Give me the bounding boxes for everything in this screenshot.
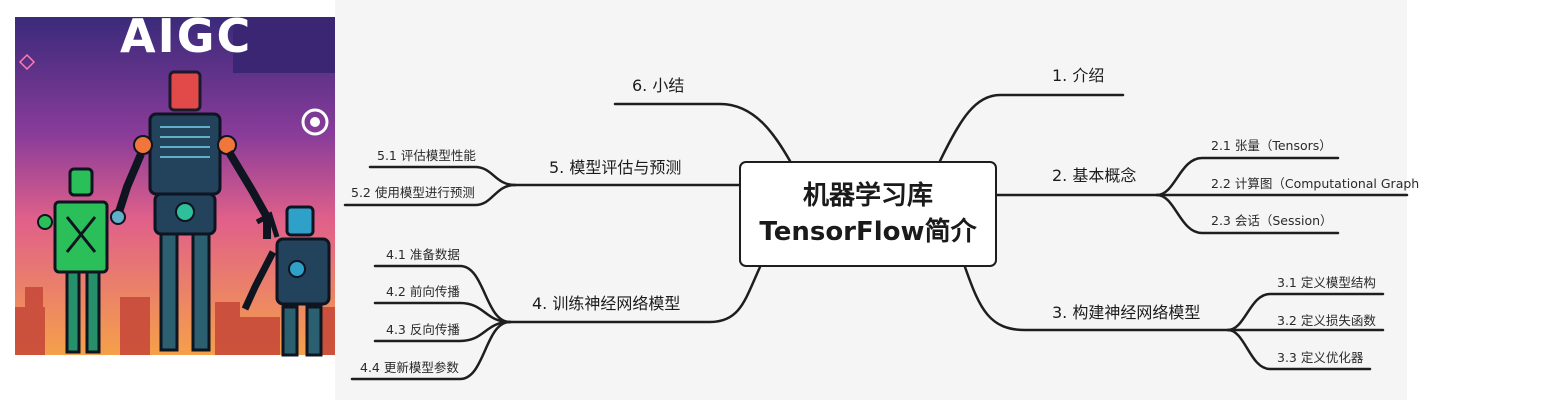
- subtopic-4-1[interactable]: 4.1 准备数据: [386, 247, 460, 262]
- branch-6-summary[interactable]: 6. 小结: [632, 76, 685, 95]
- branch-2-basic-concepts[interactable]: 2. 基本概念: [1052, 166, 1137, 185]
- branch-1-introduction[interactable]: 1. 介绍: [1052, 66, 1105, 85]
- subtopic-2-2[interactable]: 2.2 计算图（Computational Graph: [1211, 176, 1420, 191]
- branch-3-build-model[interactable]: 3. 构建神经网络模型: [1052, 303, 1201, 322]
- subtopic-2-3[interactable]: 2.3 会话（Session）: [1211, 213, 1333, 228]
- central-topic-line1: 机器学习库: [802, 181, 933, 211]
- subtopic-3-2[interactable]: 3.2 定义损失函数: [1277, 313, 1376, 328]
- subtopic-4-4[interactable]: 4.4 更新模型参数: [360, 360, 459, 375]
- branch-5-evaluate-predict[interactable]: 5. 模型评估与预测: [549, 158, 682, 177]
- central-topic-line2: TensorFlow简介: [759, 217, 977, 247]
- subtopic-3-3[interactable]: 3.3 定义优化器: [1277, 350, 1364, 365]
- branch-4-train-model[interactable]: 4. 训练神经网络模型: [532, 294, 681, 313]
- subtopic-3-1[interactable]: 3.1 定义模型结构: [1277, 275, 1376, 290]
- central-topic[interactable]: 机器学习库 TensorFlow简介: [739, 161, 997, 267]
- subtopic-4-3[interactable]: 4.3 反向传播: [386, 322, 460, 337]
- subtopic-5-2[interactable]: 5.2 使用模型进行预测: [351, 185, 475, 200]
- mindmap-canvas: 机器学习库 TensorFlow简介 1. 介绍 2. 基本概念 3. 构建神经…: [335, 0, 1419, 400]
- subtopic-5-1[interactable]: 5.1 评估模型性能: [377, 148, 476, 163]
- subtopic-2-1[interactable]: 2.1 张量（Tensors）: [1211, 138, 1332, 153]
- poster-title: AIGC: [120, 9, 253, 63]
- subtopic-4-2[interactable]: 4.2 前向传播: [386, 284, 460, 299]
- aigc-poster-image: AIGC: [15, 9, 335, 357]
- connector-lines: [343, 93, 1409, 381]
- robots-illustration: [15, 17, 335, 357]
